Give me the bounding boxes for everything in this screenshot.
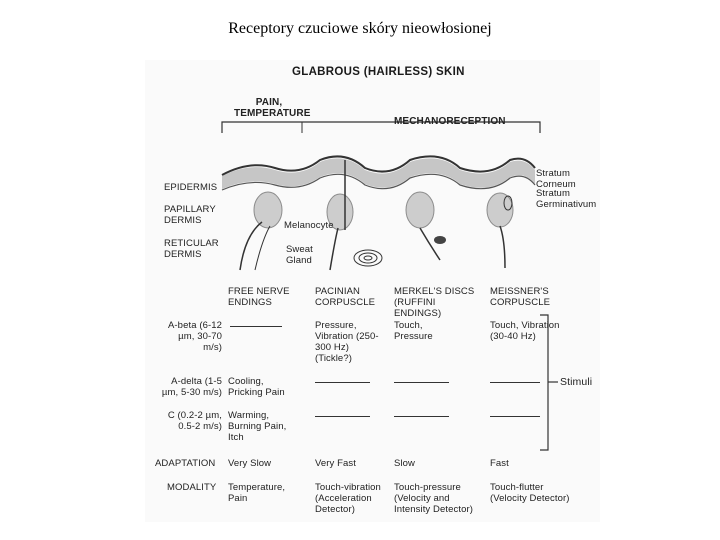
table-cell: Pressure, Vibration (250-300 Hz) (Tickle… <box>315 320 379 364</box>
empty-cell-dash <box>490 382 540 383</box>
empty-cell-dash <box>230 326 282 327</box>
column-header: MEISSNER'S CORPUSCLE <box>490 286 551 308</box>
table-cell: Very Slow <box>228 458 272 469</box>
column-header: MERKEL'S DISCS (RUFFINI ENDINGS) <box>394 286 475 319</box>
table-cell: Touch, Pressure <box>394 320 433 342</box>
layer-label: Stratum Corneum <box>536 168 576 190</box>
empty-cell-dash <box>394 416 449 417</box>
row-label: MODALITY <box>167 482 217 493</box>
row-label: ADAPTATION <box>155 458 216 469</box>
column-header: PACINIAN CORPUSCLE <box>315 286 376 308</box>
empty-cell-dash <box>315 382 370 383</box>
category-pain-temperature: PAIN, TEMPERATURE <box>234 97 311 119</box>
category-mechanoreception: MECHANORECEPTION <box>394 116 506 127</box>
stimuli-label: Stimuli <box>560 376 593 388</box>
table-cell: Touch-pressure (Velocity and Intensity D… <box>394 482 473 515</box>
structure-label: Sweat Gland <box>286 244 313 266</box>
empty-cell-dash <box>394 382 449 383</box>
layer-label: EPIDERMIS <box>164 182 218 193</box>
scanned-figure <box>145 60 600 522</box>
table-cell: Very Fast <box>315 458 357 469</box>
row-label: A-delta (1-5 µm, 5-30 m/s) <box>161 376 222 398</box>
layer-label: RETICULAR DERMIS <box>164 238 219 260</box>
layer-label: Stratum Germinativum <box>536 188 597 210</box>
table-cell: Temperature, Pain <box>228 482 286 504</box>
slide-title: Receptory czuciowe skóry nieowłosionej <box>228 20 492 37</box>
empty-cell-dash <box>490 416 540 417</box>
layer-label: PAPILLARY DERMIS <box>164 204 216 226</box>
table-cell: Touch-flutter (Velocity Detector) <box>490 482 570 504</box>
structure-label: Melanocyte <box>284 220 334 231</box>
column-header: FREE NERVE ENDINGS <box>228 286 290 308</box>
table-cell: Fast <box>490 458 509 469</box>
table-cell: Touch-vibration (Acceleration Detector) <box>315 482 381 515</box>
row-label: C (0.2-2 µm, 0.5-2 m/s) <box>167 410 222 432</box>
table-cell: Cooling, Pricking Pain <box>228 376 285 398</box>
figure-title: GLABROUS (HAIRLESS) SKIN <box>292 66 465 78</box>
empty-cell-dash <box>315 416 370 417</box>
table-cell: Slow <box>394 458 415 469</box>
row-label: A-beta (6-12 µm, 30-70 m/s) <box>167 320 222 353</box>
table-cell: Touch, Vibration (30-40 Hz) <box>490 320 560 342</box>
table-cell: Warming, Burning Pain, Itch <box>228 410 287 443</box>
